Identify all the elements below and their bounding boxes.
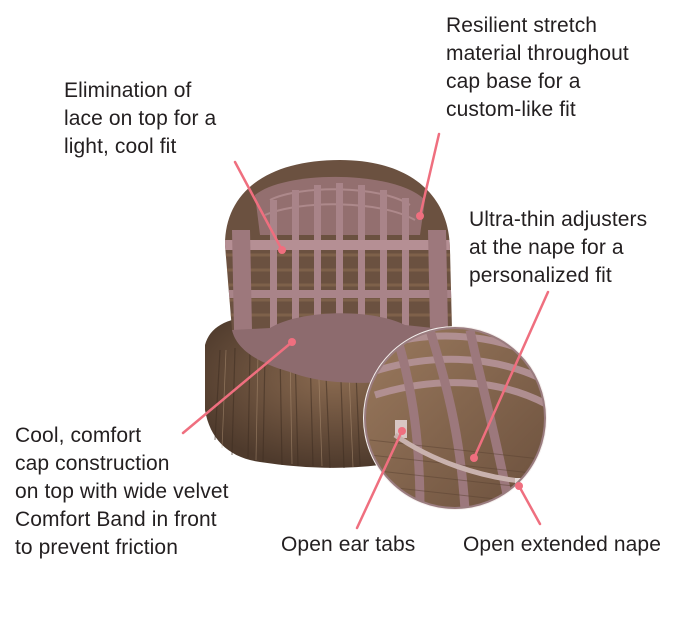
callout-extended-nape: Open extended nape (463, 533, 661, 556)
callout-stretch-material: Resilient stretch material throughout ca… (446, 14, 629, 121)
callout-nape-adjusters: Ultra-thin adjusters at the nape for a p… (469, 208, 648, 287)
leader-extended-nape (517, 484, 542, 526)
leader-lines (181, 132, 550, 530)
leader-lace-top (233, 160, 284, 252)
callout-lace-top: Elimination of lace on top for a light, … (64, 79, 217, 158)
leader-ear-tabs (355, 429, 404, 530)
cap-mesh (225, 160, 452, 383)
callout-comfort-band: Cool, comfort cap construction on top wi… (15, 424, 229, 559)
leader-stretch-material (418, 132, 441, 218)
leader-comfort-band (181, 340, 294, 435)
callout-ear-tabs: Open ear tabs (281, 533, 416, 556)
leader-nape-adjusters (472, 290, 550, 460)
